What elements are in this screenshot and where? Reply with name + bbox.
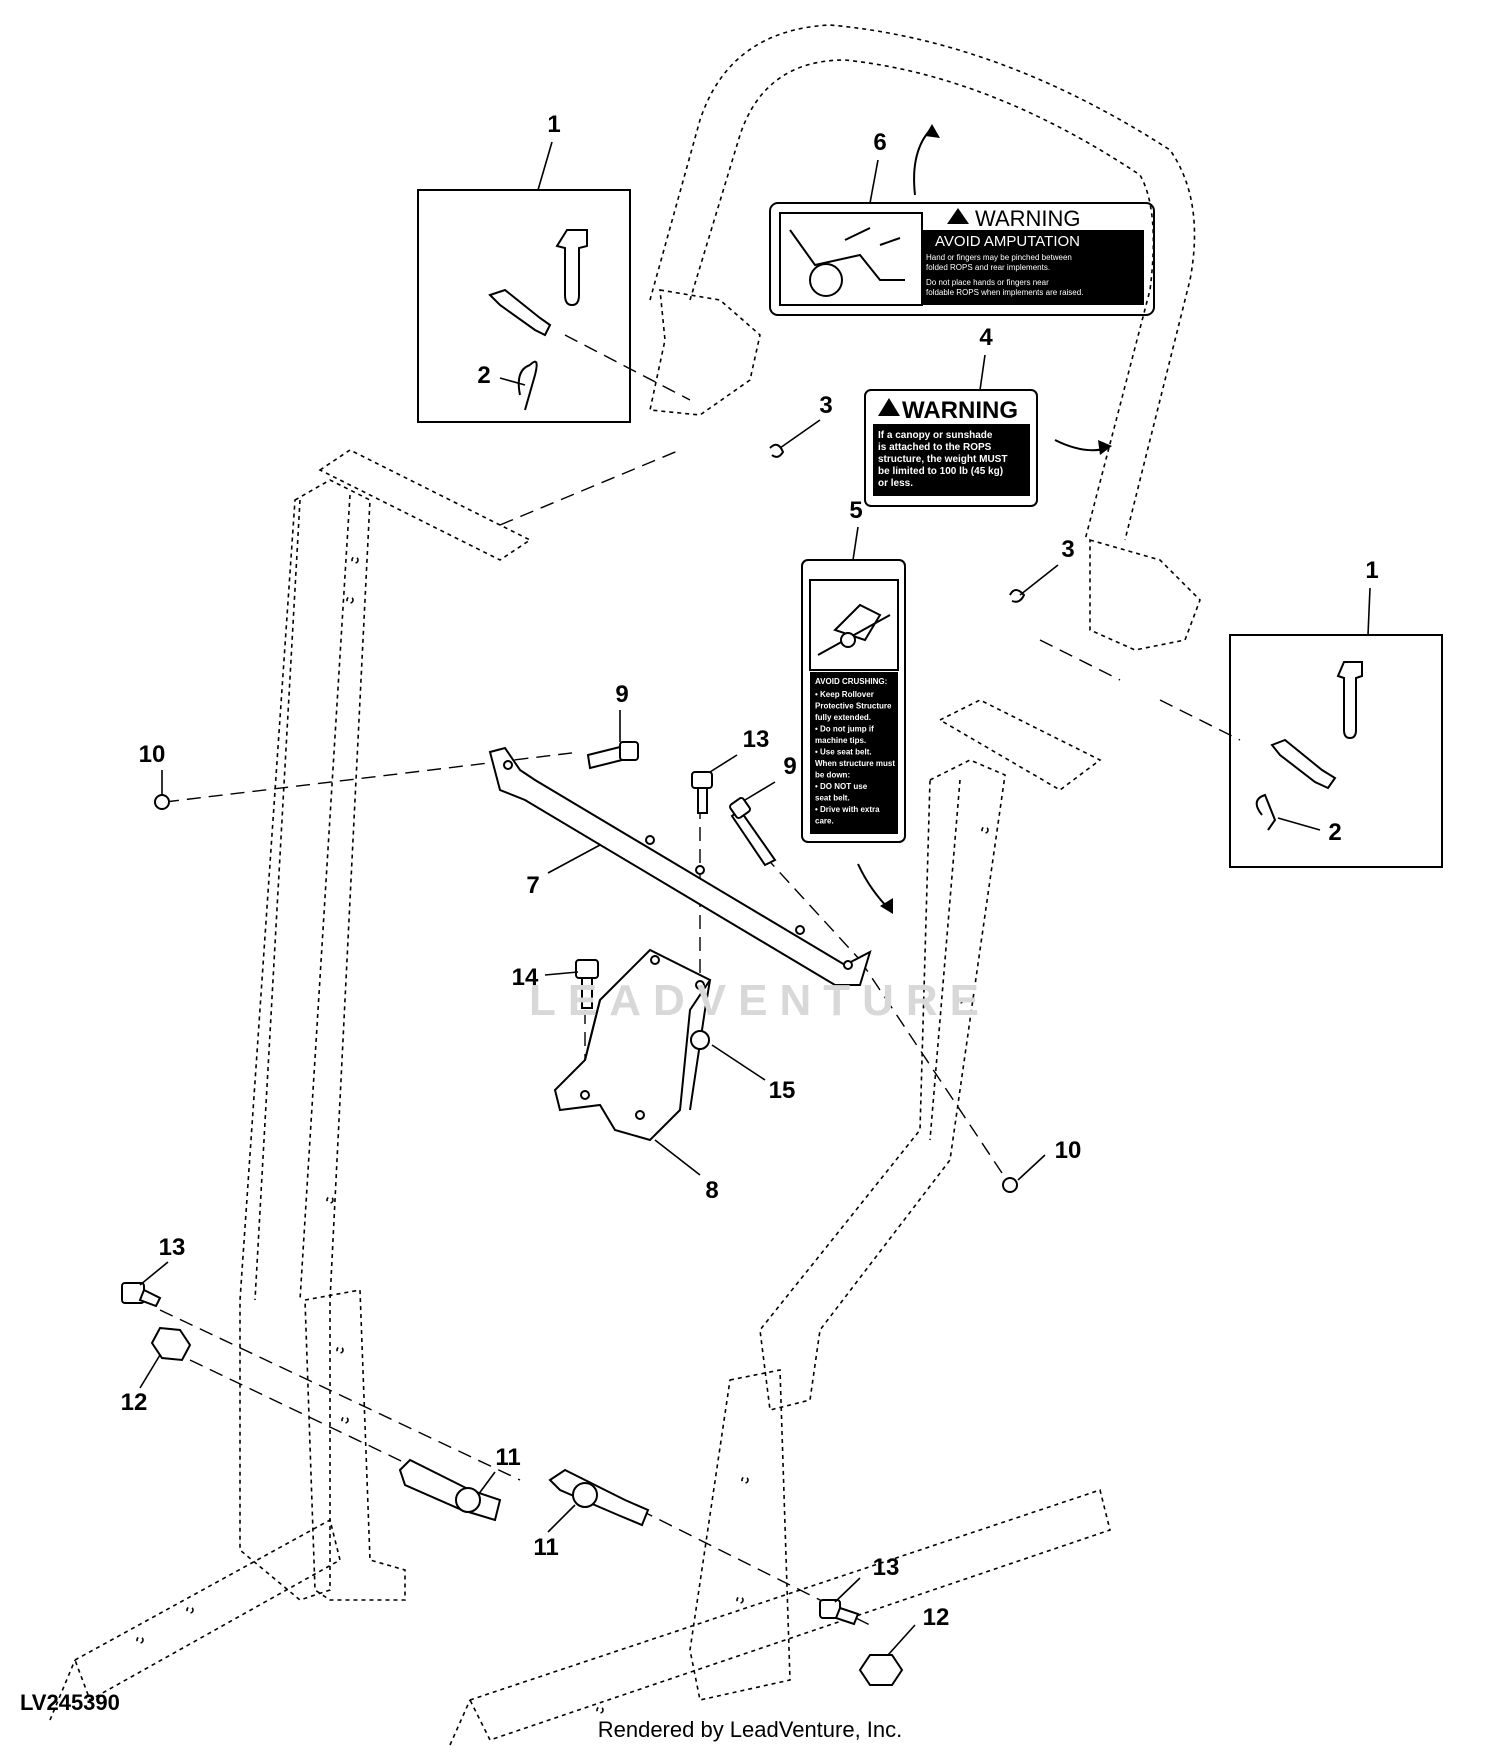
warning-triangle-icon-2 (878, 398, 900, 416)
callout-7: 7 (526, 872, 539, 899)
callout-3-left: 3 (819, 392, 832, 419)
callout-labels: 1 2 3 6 4 5 3 1 2 10 9 13 9 7 14 15 8 10… (121, 111, 1379, 1631)
part-7-cross-brace (488, 746, 872, 986)
callout-14: 14 (512, 964, 539, 991)
hitch-pin-right-icon (1336, 661, 1363, 740)
callout-13-right: 13 (873, 1554, 900, 1581)
decal5-line: machine tips. (815, 736, 866, 745)
callout-4: 4 (979, 324, 993, 351)
callout-15: 15 (769, 1077, 796, 1104)
decal6-line3: Do not place hands or fingers near (926, 278, 1049, 287)
footer-credit: Rendered by LeadVenture, Inc. (598, 1717, 903, 1742)
decal4-line5: or less. (878, 478, 913, 489)
decal5-heading: AVOID CRUSHING: (815, 677, 887, 686)
decal-avoid-amputation: WARNING AVOID AMPUTATION Hand or fingers… (769, 202, 1155, 316)
decal6-heading: WARNING (975, 206, 1081, 231)
decal4-line1: If a canopy or sunshade (878, 430, 993, 441)
decal-canopy-weight: WARNING If a canopy or sunshade is attac… (864, 389, 1038, 507)
callout-11-left: 11 (495, 1444, 520, 1471)
hitch-pin-angled-icon (488, 288, 552, 337)
decal-pictogram (779, 212, 923, 306)
leader-lines (139, 141, 1371, 1656)
decal4-line4: be limited to 100 lb (45 kg) (878, 466, 1003, 477)
hair-pin-clip-right-icon (1255, 793, 1277, 831)
decal5-line: fully extended. (815, 713, 871, 722)
decal5-line: When structure must (815, 759, 895, 768)
decal5-lines: • Keep Rollover Protective Structure ful… (815, 690, 895, 826)
decal4-line3: structure, the weight MUST (878, 454, 1007, 465)
callout-6: 6 (873, 129, 886, 156)
decal6-subheading: AVOID AMPUTATION (935, 233, 1080, 250)
decal5-line: • DO NOT use (815, 782, 868, 791)
nut-15-icon (690, 1030, 710, 1050)
hair-pin-clip-icon (517, 360, 538, 411)
decal5-line: • Use seat belt. (815, 748, 872, 757)
callout-13-upper: 13 (743, 726, 770, 753)
callout-12-right: 12 (923, 1604, 950, 1631)
rops-frame (49, 24, 1201, 1746)
fasteners (121, 443, 1026, 1686)
nut-10-left-icon (154, 794, 170, 810)
callout-8: 8 (705, 1177, 718, 1204)
decal-avoid-crushing: AVOID CRUSHING: • Keep Rollover Protecti… (801, 559, 906, 843)
nut-12-left-icon (150, 1326, 192, 1362)
decal6-line2: folded ROPS and rear implements. (926, 263, 1050, 272)
decal5-line: Protective Structure (815, 702, 892, 711)
callout-2-right: 2 (1328, 819, 1341, 846)
figure-id: LV245390 (20, 1690, 120, 1715)
clip-3-left-icon (769, 443, 785, 458)
decal5-line: seat belt. (815, 794, 850, 803)
callout-1-left: 1 (547, 111, 560, 138)
pin-11-left-icon (398, 1458, 502, 1522)
nut-10-right-icon (1002, 1177, 1018, 1193)
inset-box-right (1229, 634, 1443, 868)
decal6-line4: foldable ROPS when implements are raised… (926, 288, 1083, 297)
direction-arrows (857, 124, 1112, 914)
decal5-line: • Do not jump if (815, 725, 874, 734)
callout-12-left: 12 (121, 1389, 148, 1416)
callout-10-right: 10 (1055, 1137, 1082, 1164)
callout-9-upper: 9 (615, 681, 628, 708)
callout-10-left: 10 (139, 741, 166, 768)
tractor-wheel-icon (809, 263, 843, 297)
arrow-right-icon (1098, 440, 1112, 455)
callout-9-lower: 9 (783, 753, 796, 780)
arrow-up-icon (925, 124, 940, 138)
hitch-pin-right-angled-icon (1270, 738, 1337, 790)
decal4-line2: is attached to the ROPS (878, 442, 992, 453)
warning-triangle-icon (947, 208, 969, 224)
clip-3-right-icon (1009, 589, 1026, 603)
callout-13-left: 13 (159, 1234, 186, 1261)
callout-1-right: 1 (1365, 557, 1378, 584)
rollover-wheel-icon (840, 632, 856, 648)
callout-11-right: 11 (533, 1534, 558, 1561)
decal4-heading: WARNING (902, 397, 1018, 424)
decal5-line: • Keep Rollover (815, 690, 874, 699)
nut-12-right-icon (858, 1654, 904, 1686)
decal5-line: • Drive with extra (815, 805, 880, 814)
pin-11-right-icon (548, 1468, 650, 1527)
decal5-pictogram (809, 579, 899, 671)
decal5-line: be down: (815, 771, 850, 780)
callout-3-right: 3 (1061, 536, 1074, 563)
inset-box-left (417, 189, 631, 423)
part-8-support-bracket (553, 948, 712, 1142)
decal5-line: care. (815, 817, 834, 826)
bolt-13-upper-icon (691, 771, 713, 789)
frame-holes (136, 556, 989, 1714)
callout-2-left: 2 (477, 362, 490, 389)
watermark: LEADVENTURE (529, 976, 991, 1025)
hitch-pin-icon (555, 229, 588, 307)
decal6-line1: Hand or fingers may be pinched between (926, 253, 1072, 262)
arrow-down-icon (880, 898, 893, 914)
callout-5: 5 (849, 497, 862, 524)
